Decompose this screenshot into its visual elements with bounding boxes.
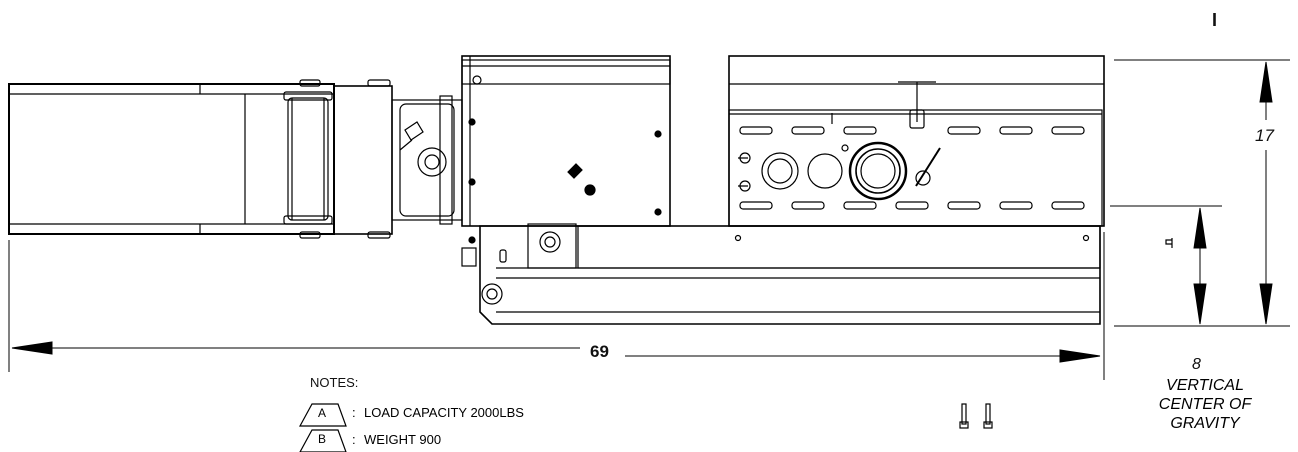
note-a-separator: : xyxy=(352,405,356,420)
note-flag-a xyxy=(298,403,347,427)
sheet-mark: I xyxy=(1212,10,1218,30)
note-flag-b xyxy=(299,429,347,452)
cg-caption: VERTICAL CENTER OF GRAVITY xyxy=(1150,376,1260,433)
note-b-flag-letter: B xyxy=(318,432,327,446)
base-beam xyxy=(461,223,1101,325)
cg-height-label: 8 xyxy=(1192,356,1201,373)
small-bolt xyxy=(1165,238,1173,248)
vent-slots xyxy=(739,126,1085,210)
roller-assembly xyxy=(283,79,391,239)
note-a-flag-letter: A xyxy=(318,406,327,420)
cg-caption-line-1: VERTICAL xyxy=(1166,377,1244,394)
note-a-text: LOAD CAPACITY 2000LBS xyxy=(364,405,524,420)
control-box xyxy=(728,55,1105,227)
note-b-separator: : xyxy=(352,432,356,447)
center-housing xyxy=(461,55,671,244)
note-b-text: WEIGHT 900 xyxy=(364,432,442,447)
overall-length-label: 69 xyxy=(590,342,609,361)
mount-block xyxy=(333,85,463,235)
loose-bolts xyxy=(959,403,993,429)
dimension-height xyxy=(1114,59,1290,327)
cg-caption-line-2: CENTER OF xyxy=(1158,396,1252,413)
dimension-overall-length xyxy=(8,232,1105,380)
cg-caption-line-3: GRAVITY xyxy=(1170,415,1240,432)
dimension-cg xyxy=(1110,205,1222,325)
height-label: 17 xyxy=(1255,126,1274,145)
notes-heading: NOTES: xyxy=(310,375,359,390)
boom-arm xyxy=(8,83,335,235)
